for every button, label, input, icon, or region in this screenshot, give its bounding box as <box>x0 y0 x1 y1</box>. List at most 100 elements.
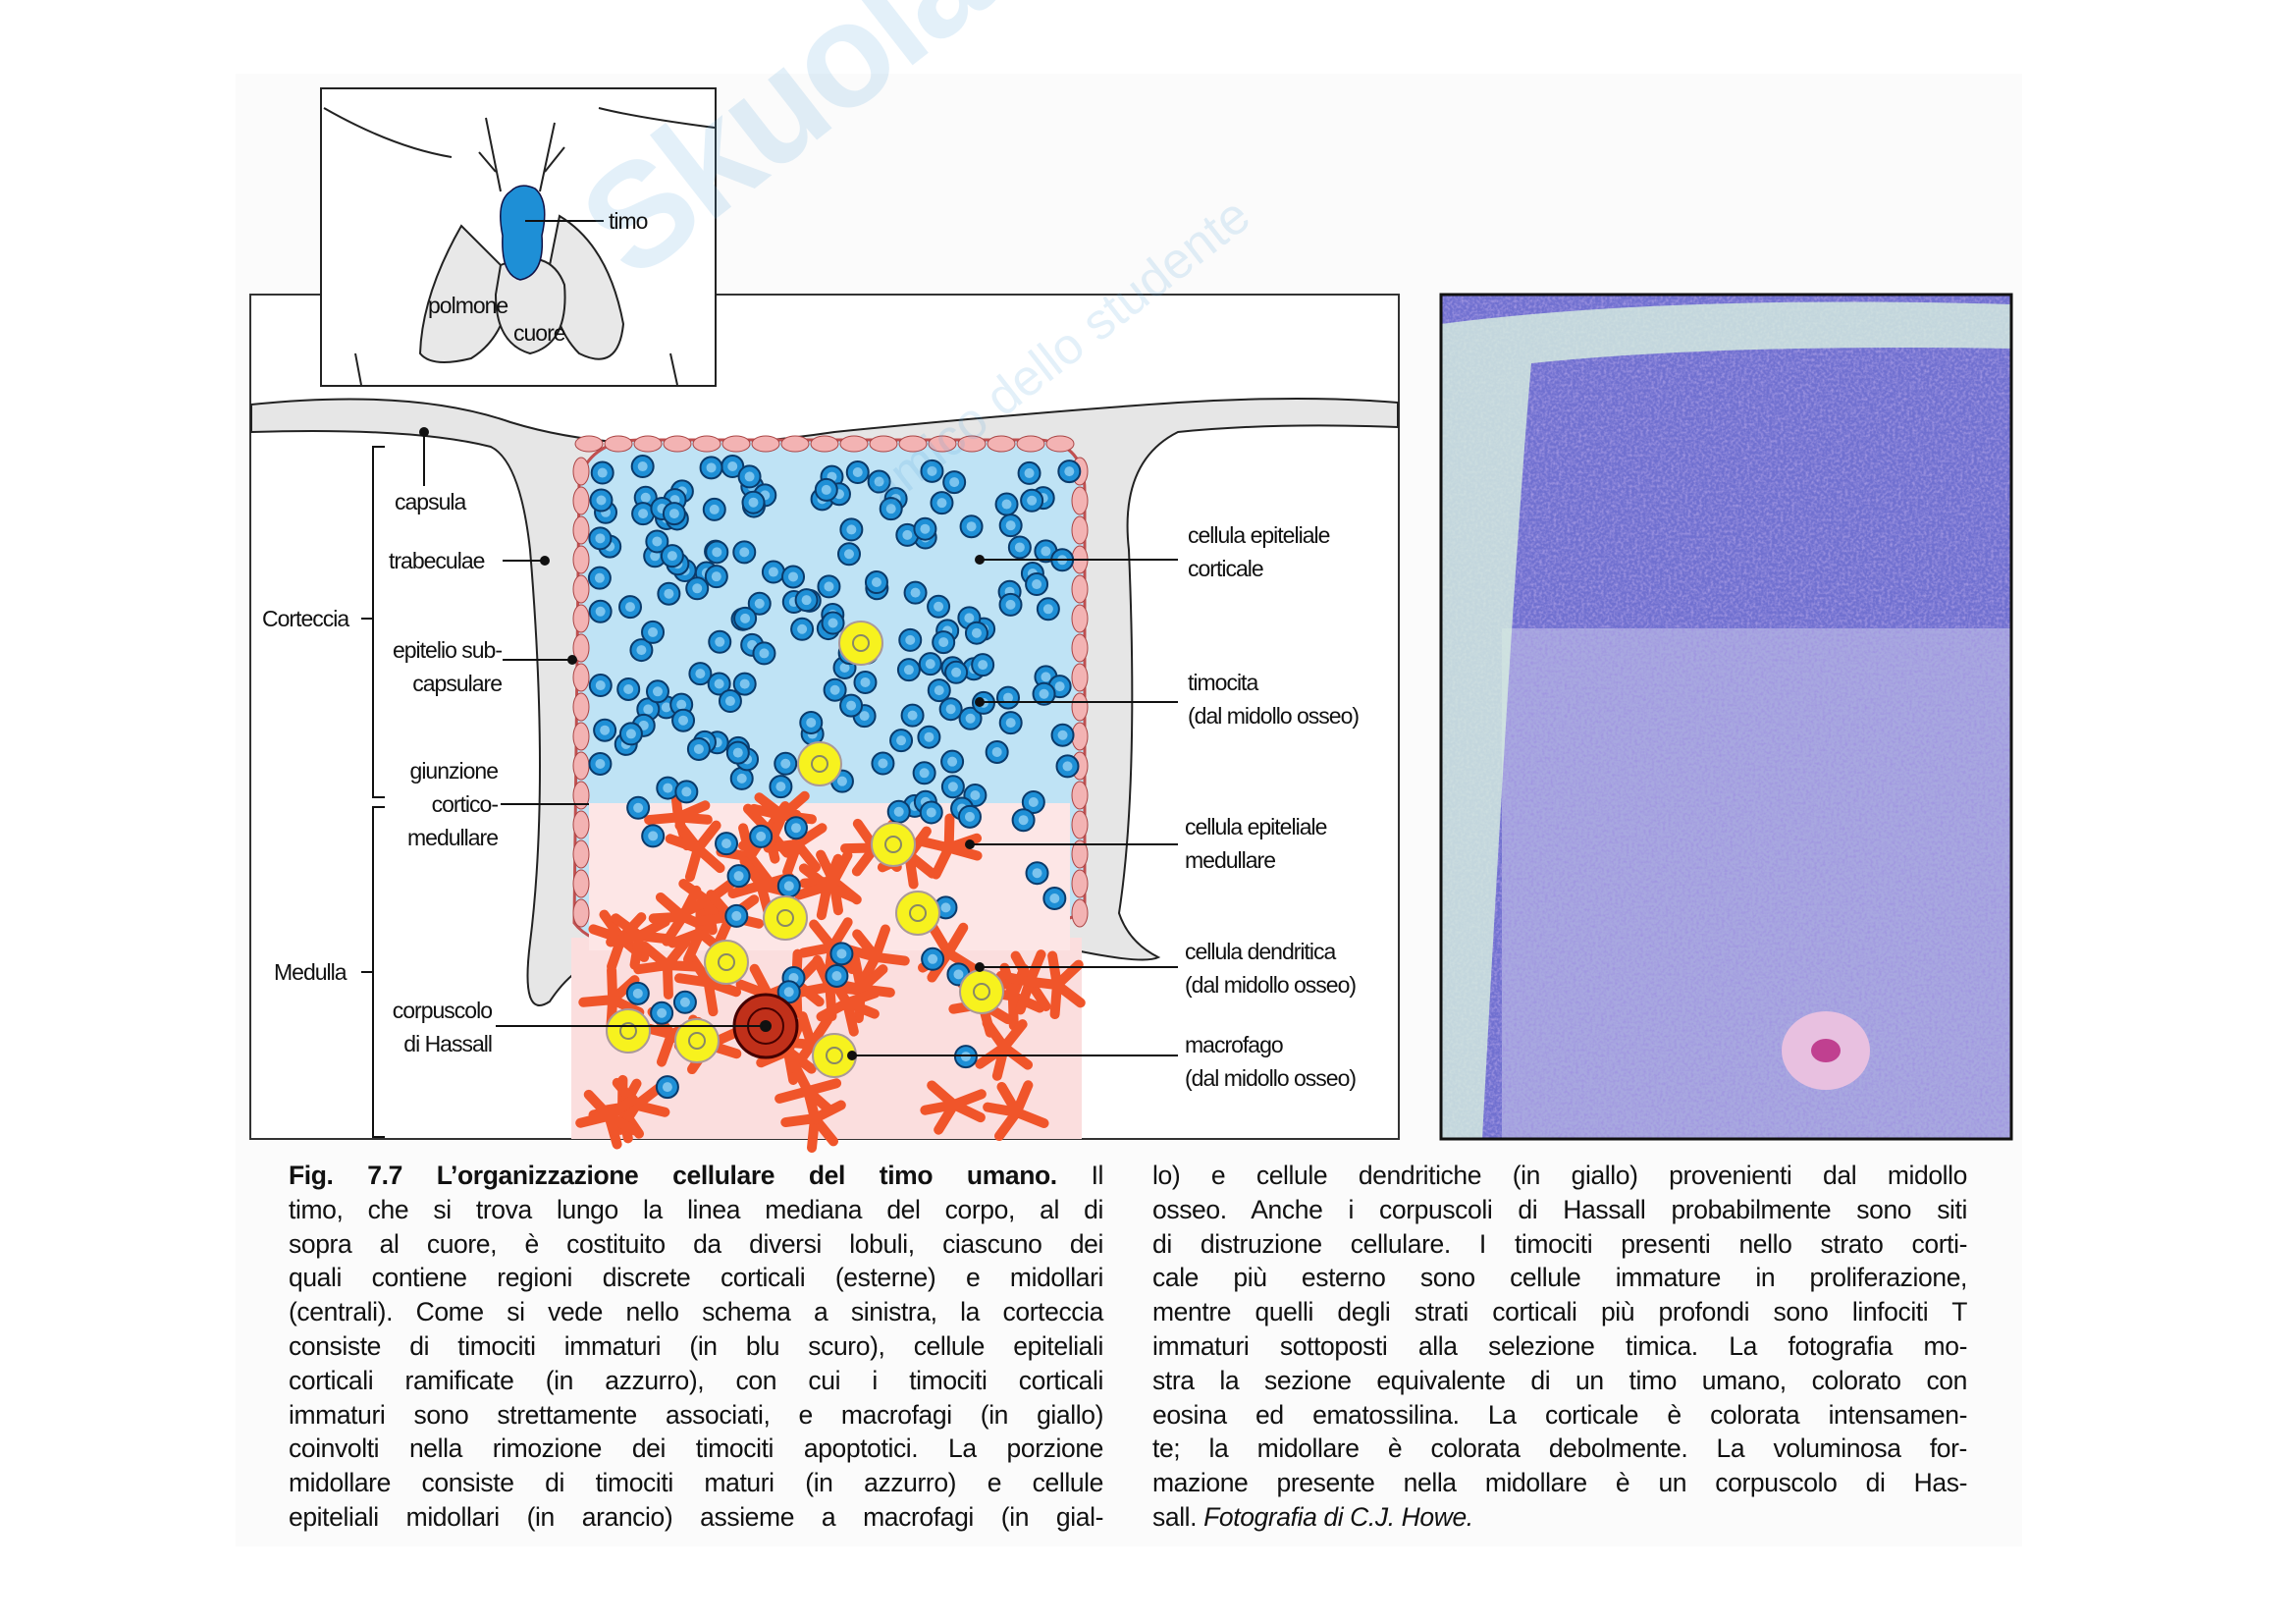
thymocyte-nucleus <box>927 465 937 476</box>
thymocyte-nucleus <box>806 717 817 728</box>
label-medullary-epi-2: medullare <box>1185 847 1276 873</box>
subcapsular-cell <box>572 633 590 663</box>
thymocyte-nucleus <box>965 713 976 724</box>
subcapsular-cell <box>572 545 590 574</box>
subcapsular-cell <box>572 839 590 869</box>
medullary-epithelial-cell <box>816 973 881 1037</box>
thymocyte-nucleus <box>1005 520 1016 531</box>
thymocyte-nucleus <box>940 902 951 913</box>
macrophage-nucleus <box>826 1047 843 1064</box>
label-junction-1: giunzione <box>409 758 499 784</box>
label-dendritic-1: cellula dendritica <box>1185 939 1336 964</box>
subcapsular-cell <box>839 435 869 453</box>
subcapsular-cell <box>572 869 590 898</box>
thymocyte-nucleus <box>714 678 724 689</box>
thymocyte-nucleus <box>596 495 607 506</box>
thymocyte-nucleus <box>732 747 743 758</box>
macrophage <box>704 940 749 985</box>
thymocyte-nucleus <box>1027 495 1038 506</box>
thymocyte-nucleus <box>966 521 977 532</box>
thymocyte-nucleus <box>1062 761 1073 772</box>
medullary-epithelial-cell <box>575 1089 640 1150</box>
label-cortex: Corteccia <box>262 606 349 631</box>
thymocyte-nucleus <box>667 551 677 562</box>
thymocyte-nucleus <box>1028 796 1039 807</box>
subcapsular-cell <box>1071 781 1089 810</box>
thymocyte-nucleus <box>711 571 721 582</box>
label-subcapsular-1: epitelio sub- <box>392 637 503 663</box>
subcapsular-cell <box>572 692 590 722</box>
subcapsular-cell <box>572 574 590 604</box>
thymocyte-nucleus <box>991 746 1002 757</box>
subcapsular-cell <box>1071 515 1089 545</box>
thymocyte-nucleus <box>831 970 842 981</box>
thymocyte-nucleus <box>978 660 988 671</box>
thymocyte-nucleus <box>759 648 770 659</box>
thymocyte-nucleus <box>756 831 767 841</box>
macrophage <box>797 741 842 786</box>
thymocyte-nucleus <box>783 987 794 998</box>
thymocyte-nucleus <box>648 831 659 841</box>
thymocyte-nucleus <box>1018 815 1029 826</box>
subcapsular-cell <box>572 810 590 839</box>
thymocyte-nucleus <box>754 598 765 609</box>
caption-line: immaturi sono strettamente associati, e … <box>289 1399 1103 1430</box>
caption-line: osseo. Anche i corpuscoli di Hassall pro… <box>1152 1194 1967 1224</box>
subcapsular-cell <box>572 781 590 810</box>
subcapsular-cell <box>1045 435 1075 453</box>
caption-line: mazione presente nella midollare è un co… <box>1152 1468 1967 1498</box>
medullary-epithelial-cell <box>915 813 983 880</box>
subcapsular-cell <box>928 435 957 453</box>
label-trabeculae: trabeculae <box>389 548 485 573</box>
thymocyte-nucleus <box>928 953 938 964</box>
thymocyte-nucleus <box>852 467 863 478</box>
thymocyte-nucleus <box>597 467 608 478</box>
thymocyte-nucleus <box>648 626 659 637</box>
caption-text: Il <box>1091 1161 1104 1190</box>
thymocyte-nucleus <box>676 699 687 710</box>
medullary-epithelial-cell <box>763 809 828 877</box>
label-junction-3: medullare <box>407 825 499 850</box>
thymocyte-nucleus <box>1005 599 1016 610</box>
label-cortical-epi-2: corticale <box>1188 556 1264 581</box>
macrophage <box>871 822 916 867</box>
thymocyte-nucleus <box>739 547 750 558</box>
thymocyte-nucleus <box>637 461 648 472</box>
thymocyte-nucleus <box>920 523 931 534</box>
caption-line: immaturi sottoposti alla selezione timic… <box>1152 1330 1967 1361</box>
thymocyte-nucleus <box>1001 499 1012 510</box>
label-thymocyte-2: (dal midollo osseo) <box>1188 703 1360 729</box>
thymocyte-nucleus <box>775 782 786 792</box>
subcapsular-cell <box>1071 898 1089 928</box>
caption-line: lo) e cellule dendritiche (in giallo) pr… <box>1152 1161 1967 1190</box>
thymocyte-nucleus <box>1042 604 1053 615</box>
thymocyte-nucleus <box>960 1052 971 1062</box>
thymocyte-nucleus <box>860 676 871 687</box>
caption-line: midollare consiste di timociti maturi (i… <box>289 1468 1103 1498</box>
thymocyte-nucleus <box>797 623 808 634</box>
caption-line: quali contiene regioni discrete cortical… <box>289 1263 1103 1293</box>
thymocyte-nucleus <box>668 509 679 519</box>
thymocyte-nucleus <box>846 524 857 535</box>
medullary-epithelial-cell <box>794 853 860 921</box>
thymocyte-nucleus <box>953 969 964 980</box>
thymocyte-nucleus <box>679 997 690 1007</box>
medullary-epithelial-cell <box>578 965 645 1035</box>
photo-credit: Fotografia di C.J. Howe. <box>1203 1501 1473 1532</box>
subcapsular-cell <box>572 604 590 633</box>
thymocyte-nucleus <box>829 684 840 695</box>
subcapsular-cell <box>572 663 590 692</box>
thymocyte-nucleus <box>600 725 611 735</box>
thymocyte-nucleus <box>739 678 750 689</box>
macrophage-nucleus <box>852 634 870 652</box>
inset-torso <box>320 87 717 387</box>
thymocyte-nucleus <box>768 567 778 577</box>
macrophage-nucleus <box>884 836 902 853</box>
thymocyte-nucleus <box>681 786 692 797</box>
thymocyte-nucleus <box>727 461 738 472</box>
macrophage-nucleus <box>909 904 927 922</box>
thymocyte-nucleus <box>748 497 759 508</box>
thymocyte-nucleus <box>938 637 949 648</box>
thymocyte-nucleus <box>715 636 725 647</box>
